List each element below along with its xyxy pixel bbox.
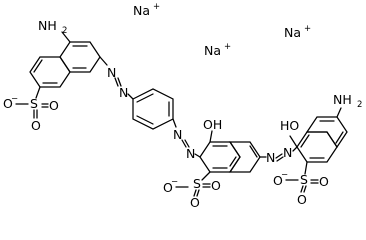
sodium-ion-1: Na + [133, 2, 160, 18]
svg-text:Na: Na [133, 3, 150, 18]
svg-text:−: − [11, 94, 18, 104]
central-benzene-ring [132, 88, 174, 130]
svg-text:+: + [224, 42, 231, 52]
svg-text:Na: Na [284, 25, 301, 40]
middle-naphthalene-ring [199, 141, 261, 173]
svg-text:Na: Na [204, 43, 221, 58]
svg-text:O: O [319, 174, 329, 189]
svg-text:S: S [30, 96, 38, 111]
svg-text:S: S [300, 172, 308, 187]
svg-text:N: N [173, 127, 182, 142]
svg-text:2: 2 [357, 100, 362, 110]
right-hydroxy-group: HO [280, 118, 299, 148]
svg-text:O: O [49, 98, 59, 113]
svg-text:N: N [266, 150, 275, 165]
azo-link-1: N N [99, 56, 134, 100]
svg-text:O: O [3, 96, 13, 111]
svg-text:+: + [304, 24, 311, 34]
svg-text:O: O [31, 118, 41, 133]
svg-text:N: N [107, 65, 116, 80]
right-naphthalene-ring [296, 116, 348, 163]
chemical-structure-diagram: Na + Na + Na + NH 2 S O − O O N [3, 2, 362, 210]
svg-text:O: O [163, 180, 173, 195]
left-amino-group: NH 2 [38, 18, 71, 43]
svg-text:O: O [297, 192, 307, 207]
sodium-ion-2: Na + [204, 42, 231, 58]
svg-text:−: − [281, 170, 288, 180]
svg-text:+: + [153, 2, 160, 12]
svg-text:O: O [273, 173, 283, 188]
svg-text:S: S [193, 176, 201, 191]
left-naphthalene-ring [29, 41, 101, 88]
sodium-ion-3: Na + [284, 24, 311, 40]
middle-sulfonate-group: S O O O − [163, 171, 221, 210]
middle-hydroxy-group: OH [203, 117, 222, 143]
svg-text:O: O [190, 195, 200, 210]
left-sulfonate-group: S O − O O [3, 86, 59, 133]
svg-text:N: N [186, 146, 195, 161]
svg-text:N: N [119, 85, 128, 100]
azo-link-3: N N [259, 145, 298, 165]
right-sulfonate-group: S O O O − [273, 161, 329, 207]
right-amino-group: NH 2 [333, 92, 362, 118]
svg-text:OH: OH [203, 117, 222, 132]
svg-text:NH: NH [38, 18, 57, 33]
svg-text:HO: HO [280, 118, 299, 133]
svg-text:N: N [283, 145, 292, 160]
svg-text:O: O [211, 178, 221, 193]
svg-text:NH: NH [333, 92, 352, 107]
svg-text:2: 2 [62, 26, 67, 36]
azo-link-2: N N [172, 118, 201, 161]
svg-text:−: − [171, 177, 178, 187]
